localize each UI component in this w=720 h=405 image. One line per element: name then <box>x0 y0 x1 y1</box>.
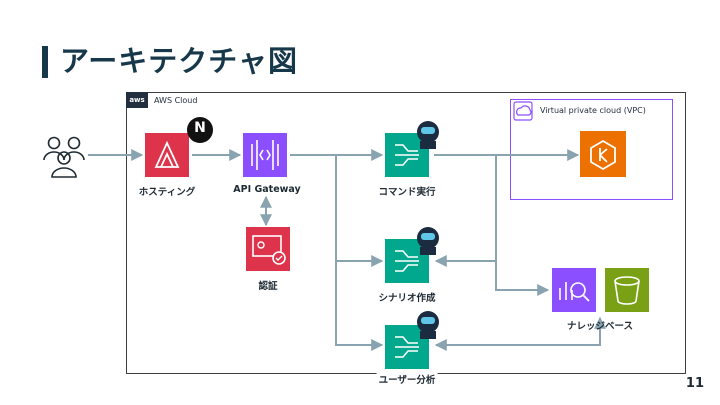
cognito-auth-icon <box>246 227 290 271</box>
api-gateway-icon <box>243 133 287 177</box>
users-icon <box>43 136 85 178</box>
amplify-hosting-icon <box>145 133 189 177</box>
robot-scenario-icon <box>417 227 439 255</box>
vpc-group <box>510 99 673 200</box>
label-api-gateway: API Gateway <box>233 184 301 195</box>
s3-bucket-icon <box>605 268 649 312</box>
vpc-label: Virtual private cloud (VPC) <box>540 106 646 115</box>
vpc-cloud-icon <box>513 101 533 121</box>
connector-lines <box>88 149 606 351</box>
label-command: コマンド実行 <box>378 187 436 198</box>
edge-to-knowledgebase <box>495 261 550 296</box>
edge-kb-analysis <box>434 316 606 351</box>
eks-icon <box>580 131 626 177</box>
robot-command-icon <box>417 121 439 149</box>
title-accent-bar <box>42 46 48 78</box>
label-user-analysis: ユーザー分析 <box>376 372 438 386</box>
label-hosting: ホスティング <box>138 187 196 198</box>
aws-logo-icon: aws <box>126 92 148 108</box>
robot-analysis-icon <box>417 311 439 339</box>
opensearch-icon <box>552 268 596 312</box>
edge-eks-scenario <box>434 155 497 267</box>
edge-apigw-analysis <box>290 154 384 351</box>
label-scenario: シナリオ作成 <box>378 293 436 304</box>
page-number: 11 <box>685 376 704 391</box>
page-title: アーキテクチャ図 <box>60 44 298 78</box>
nextjs-logo-icon <box>187 117 213 143</box>
label-auth: 認証 <box>258 281 278 292</box>
aws-cloud-label: AWS Cloud <box>154 96 198 105</box>
label-knowledge-base: ナレッジベース <box>566 321 634 332</box>
nextjs-mark: N <box>194 120 206 136</box>
